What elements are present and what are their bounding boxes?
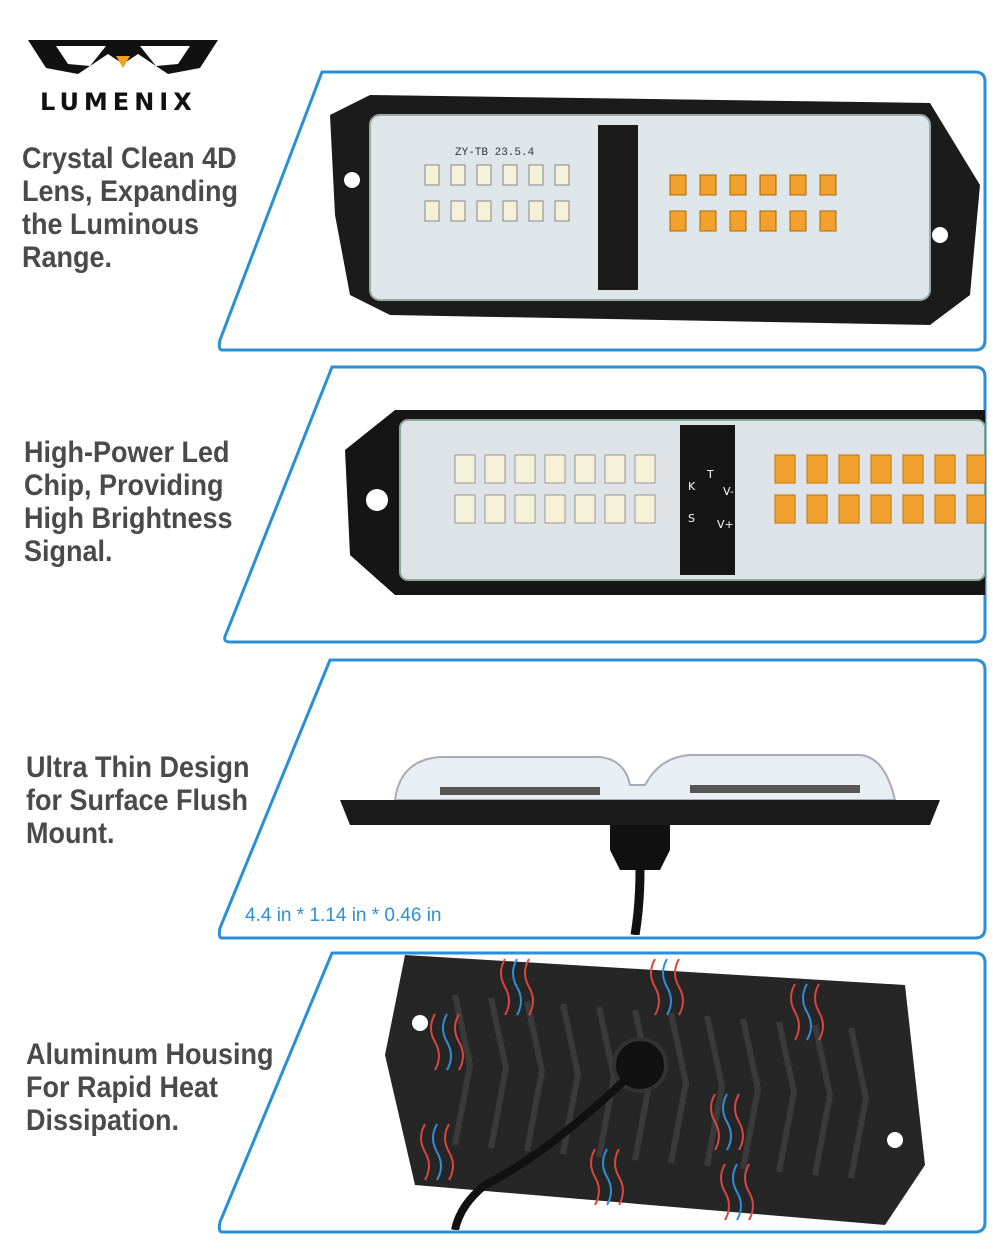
caption-thin-design: Ultra Thin Design for Surface Flush Moun… [26, 751, 250, 850]
svg-text:V-: V- [723, 485, 734, 498]
amber-led-chips [774, 454, 985, 524]
caption-lens: Crystal Clean 4D Lens, Expanding the Lum… [22, 142, 239, 274]
light-closeup-image: KT V- S V+ [345, 410, 985, 595]
light-front-image: ZY-TB 23.5.4 [330, 95, 980, 325]
svg-text:S: S [688, 512, 695, 525]
heat-flow-arrows [420, 958, 824, 1221]
light-side-image [340, 754, 940, 935]
dimensions-label: 4.4 in * 1.14 in * 0.46 in [245, 905, 442, 926]
panel-frame-1 [217, 70, 987, 352]
panel-frame-3 [217, 658, 987, 940]
panel-frame-2 [223, 365, 987, 644]
svg-text:V+: V+ [717, 518, 734, 531]
brand-name: LUMENIX [40, 88, 197, 116]
caption-aluminum-housing: Aluminum Housing For Rapid Heat Dissipat… [26, 1038, 274, 1137]
white-led-chips [454, 454, 656, 524]
owl-eyes-icon [28, 40, 218, 74]
amber-led-array [669, 174, 837, 232]
brand-logo: LUMENIX [22, 30, 222, 120]
connector-labels: KT V- S V+ [688, 468, 734, 531]
svg-text:T: T [706, 468, 714, 481]
caption-led-chip: High-Power Led Chip, Providing High Brig… [24, 436, 233, 568]
svg-text:K: K [688, 480, 696, 493]
pcb-marking: ZY-TB 23.5.4 [455, 147, 535, 159]
panel-frame-4 [217, 951, 987, 1234]
light-back-image [385, 955, 925, 1230]
white-led-array [424, 164, 570, 222]
